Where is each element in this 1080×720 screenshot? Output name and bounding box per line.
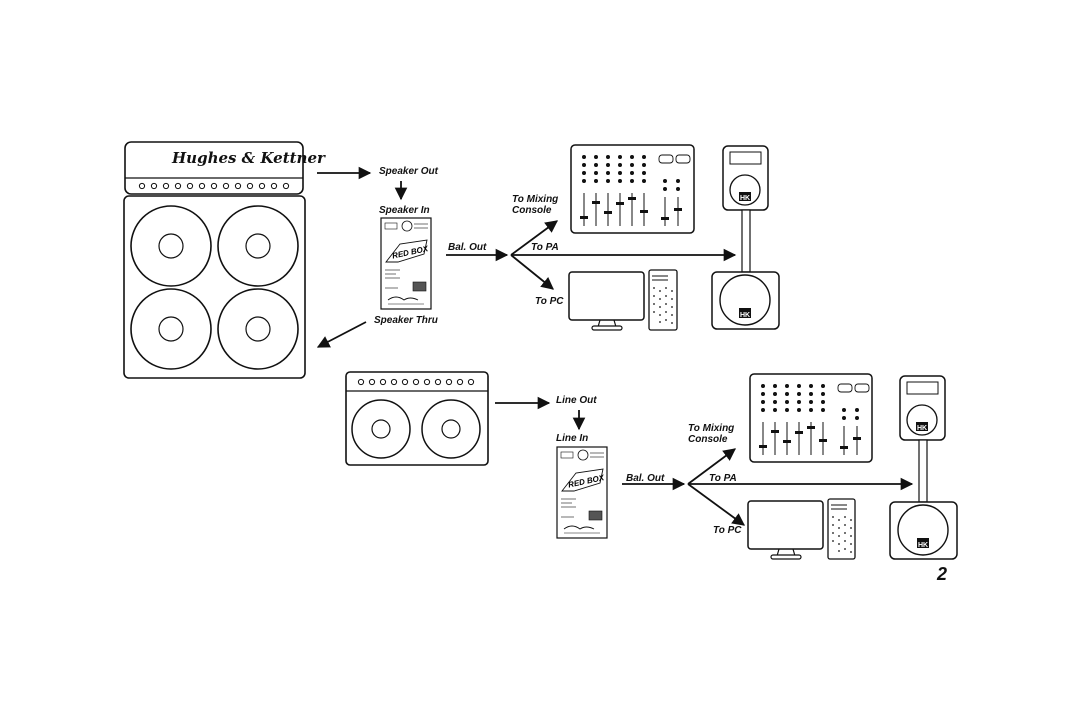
hk-logo: HK <box>740 312 750 319</box>
speaker-cabinet-4x12 <box>123 195 306 379</box>
computer-top <box>568 269 678 331</box>
label-to-mixing-console: To Mixing Console <box>688 423 735 445</box>
label-speaker-in: Speaker In <box>379 205 430 216</box>
label-speaker-thru: Speaker Thru <box>374 315 438 326</box>
combo-amp-2x12 <box>345 371 489 466</box>
arrows-bottom <box>495 396 914 526</box>
label-to-pa: To PA <box>709 473 737 484</box>
mixing-console-bottom <box>749 373 873 463</box>
label-to-mixing-console: To Mixing Console <box>512 194 559 216</box>
label-bal-out: Bal. Out <box>448 242 487 253</box>
label-speaker-out: Speaker Out <box>379 166 438 177</box>
pa-system-bottom: HK HK <box>889 375 958 560</box>
arrows-top <box>316 166 737 348</box>
amp-head <box>124 141 304 195</box>
arrow-to-pc <box>510 254 554 290</box>
arrow-to-mixer <box>687 448 737 485</box>
hk-logo: HK <box>918 542 928 549</box>
label-to-pc: To PC <box>713 525 742 536</box>
computer-bottom <box>747 498 856 560</box>
label-to-pa: To PA <box>531 242 559 253</box>
label-line-out: Line Out <box>556 395 597 406</box>
page-number: 2 <box>937 564 948 584</box>
label-bal-out: Bal. Out <box>626 473 665 484</box>
brand-logo: Hughes & Kettner <box>172 149 325 167</box>
label-to-pc: To PC <box>535 296 564 307</box>
arrow-to-pc <box>687 483 746 526</box>
pa-system-top: HK HK <box>711 145 780 330</box>
amp-knobs <box>138 182 290 190</box>
arrow-speaker-thru <box>316 321 367 348</box>
label-line-in: Line In <box>556 433 589 444</box>
redbox-device-top: RED BOX <box>380 217 432 310</box>
redbox-device-bottom: RED BOX <box>556 446 608 539</box>
hk-logo: HK <box>917 425 927 432</box>
arrow-to-mixer <box>510 220 559 256</box>
mixing-console-top <box>570 144 695 234</box>
hk-logo: HK <box>740 195 750 202</box>
